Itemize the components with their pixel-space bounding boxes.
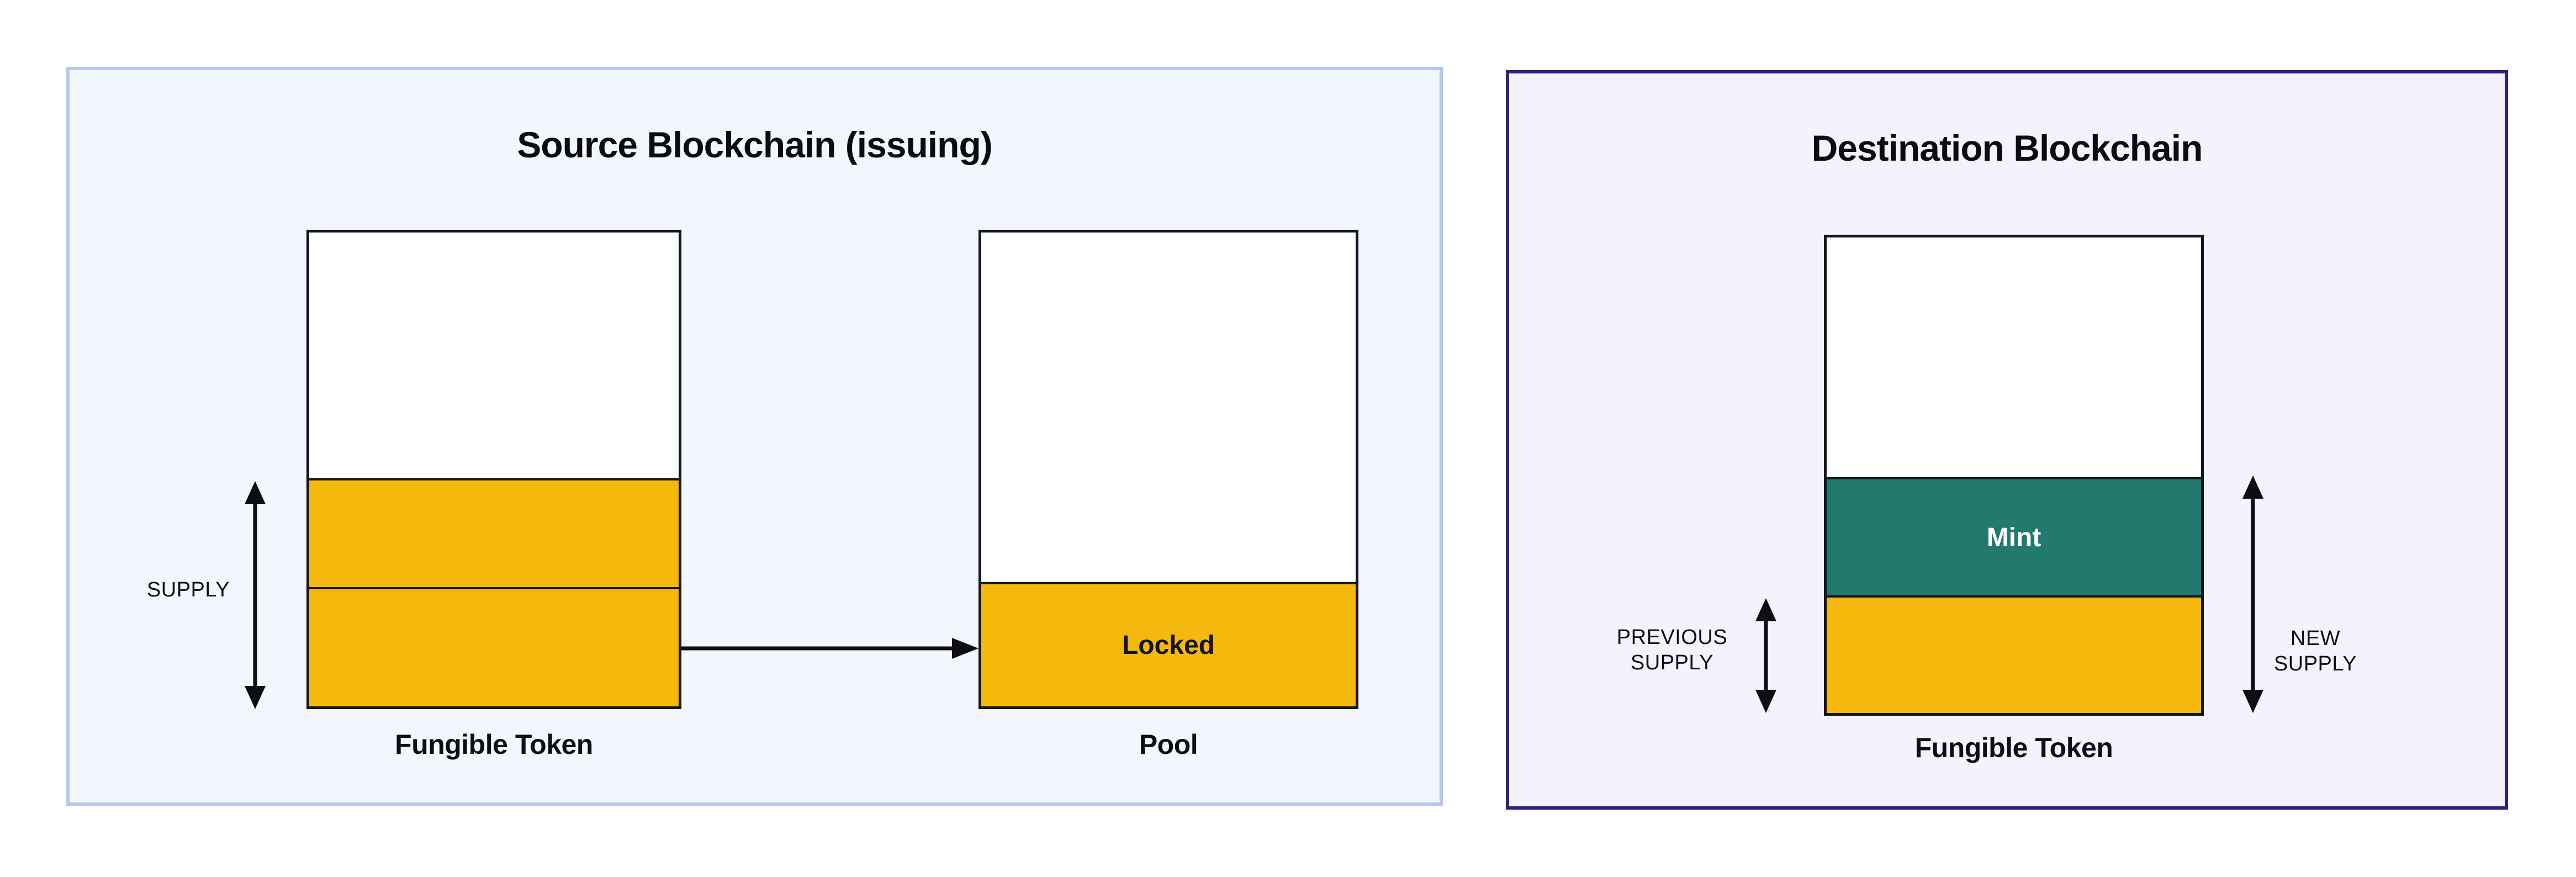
pool-empty-segment	[981, 233, 1356, 582]
source-pool-bar: Locked	[978, 230, 1358, 709]
source-panel-title: Source Blockchain (issuing)	[517, 124, 993, 165]
previous-supply-line-1: PREVIOUS	[1616, 626, 1728, 649]
destination-fungible-token-bar: Mint	[1824, 235, 2204, 716]
previous-supply-range-arrow-icon	[1755, 598, 1776, 713]
pool-label: Pool	[1139, 729, 1198, 760]
destination-blockchain-panel: Destination Blockchain Mint PREVIOUS SUP…	[1506, 70, 2508, 810]
previous-supply-label: PREVIOUS SUPPLY	[1578, 625, 1766, 675]
previous-supply-line-2: SUPPLY	[1630, 651, 1714, 674]
new-supply-range-arrow-icon	[2242, 476, 2263, 713]
source-fungible-token-bar	[306, 230, 681, 709]
destination-panel-title: Destination Blockchain	[1811, 128, 2203, 168]
source-blockchain-panel: Source Blockchain (issuing) Locked SUPPL…	[66, 67, 1443, 806]
locked-label: Locked	[1122, 631, 1215, 660]
new-supply-label: NEW SUPPLY	[2266, 626, 2365, 677]
destination-previous-supply-segment	[1827, 595, 2201, 713]
supply-range-arrow-icon	[245, 481, 266, 709]
source-fungible-token-label: Fungible Token	[395, 729, 593, 760]
new-supply-line-1: NEW	[2290, 627, 2341, 650]
mint-label: Mint	[1986, 522, 2041, 552]
source-token-supply-lower-segment	[309, 587, 679, 706]
destination-fungible-token-label: Fungible Token	[1914, 732, 2113, 763]
lock-transfer-arrow-icon	[681, 638, 978, 659]
destination-token-unissued-segment	[1827, 237, 2201, 477]
destination-mint-segment: Mint	[1827, 477, 2201, 595]
source-token-supply-upper-segment	[309, 478, 679, 587]
source-token-unissued-segment	[309, 233, 679, 478]
pool-locked-segment: Locked	[981, 582, 1356, 706]
supply-label: SUPPLY	[146, 578, 230, 601]
new-supply-line-2: SUPPLY	[2273, 652, 2357, 675]
